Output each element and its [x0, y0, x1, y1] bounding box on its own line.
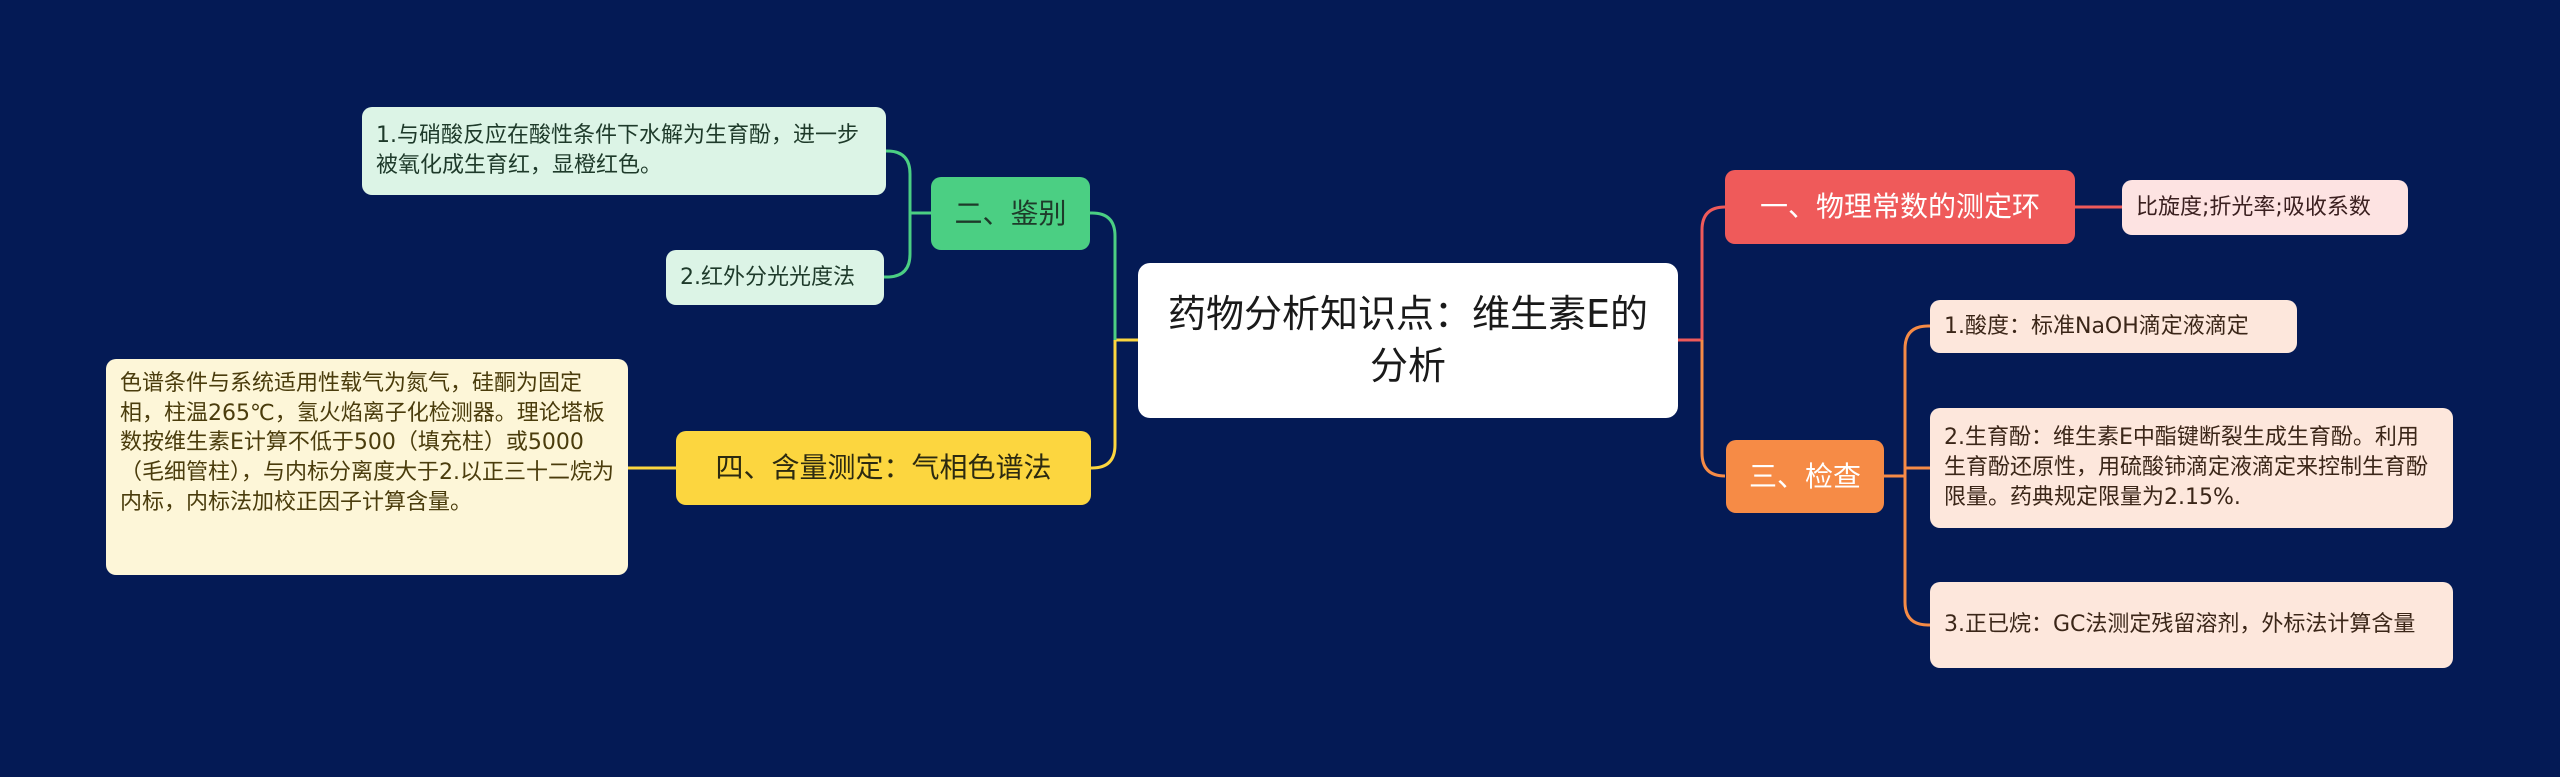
branch-physical-constants[interactable]: 一、物理常数的测定环 — [1725, 170, 2075, 244]
branch-assay[interactable]: 四、含量测定：气相色谱法 — [676, 431, 1091, 505]
connector-left-green — [1090, 211, 1117, 340]
branch-identification-label: 二、鉴别 — [954, 196, 1067, 230]
leaf-text: 3.正已烷：GC法测定残留溶剂，外标法计算含量 — [1944, 612, 2416, 638]
leaf-text: 1.酸度：标准NaOH滴定液滴定 — [1944, 313, 2249, 339]
leaf-identification-1[interactable]: 1.与硝酸反应在酸性条件下水解为生育酚，进一步被氧化成生育红，显橙红色。 — [362, 107, 886, 195]
leaf-assay-1[interactable]: 色谱条件与系统适用性载气为氮气，硅酮为固定相，柱温265℃，氢火焰离子化检测器。… — [106, 359, 628, 575]
leaf-inspection-1[interactable]: 1.酸度：标准NaOH滴定液滴定 — [1930, 300, 2297, 353]
connector-green-leaf1 — [886, 149, 931, 215]
leaf-text: 2.生育酚：维生素E中酯键断裂生成生育酚。利用生育酚还原性，用硫酸铈滴定液滴定来… — [1944, 425, 2429, 510]
connector-orange-leaf1 — [1884, 324, 1930, 478]
connector-orange-leaf2 — [1903, 466, 1930, 476]
connector-orange-leaf3 — [1903, 476, 1930, 627]
connector-right-red — [1700, 205, 1726, 340]
leaf-text: 2.红外分光光度法 — [680, 264, 855, 290]
root-label: 药物分析知识点：维生素E的分析 — [1167, 292, 1648, 388]
leaf-identification-2[interactable]: 2.红外分光光度法 — [666, 250, 884, 305]
branch-inspection[interactable]: 三、检查 — [1726, 440, 1884, 513]
root-node[interactable]: 药物分析知识点：维生素E的分析 — [1138, 263, 1678, 418]
connector-left-yellow — [1091, 340, 1117, 470]
leaf-text: 比旋度;折光率;吸收系数 — [2136, 194, 2371, 220]
leaf-inspection-2[interactable]: 2.生育酚：维生素E中酯键断裂生成生育酚。利用生育酚还原性，用硫酸铈滴定液滴定来… — [1930, 408, 2453, 528]
leaf-text: 1.与硝酸反应在酸性条件下水解为生育酚，进一步被氧化成生育红，显橙红色。 — [376, 123, 859, 178]
leaf-text: 色谱条件与系统适用性载气为氮气，硅酮为固定相，柱温265℃，氢火焰离子化检测器。… — [120, 371, 614, 515]
leaf-inspection-3[interactable]: 3.正已烷：GC法测定残留溶剂，外标法计算含量 — [1930, 582, 2453, 668]
branch-physical-constants-label: 一、物理常数的测定环 — [1759, 190, 2040, 224]
branch-assay-label: 四、含量测定：气相色谱法 — [715, 451, 1052, 485]
leaf-physical-constants-1[interactable]: 比旋度;折光率;吸收系数 — [2122, 180, 2408, 235]
branch-identification[interactable]: 二、鉴别 — [931, 177, 1090, 250]
connector-right-orange — [1700, 340, 1726, 478]
branch-inspection-label: 三、检查 — [1748, 459, 1861, 493]
connector-green-leaf2 — [884, 213, 912, 279]
